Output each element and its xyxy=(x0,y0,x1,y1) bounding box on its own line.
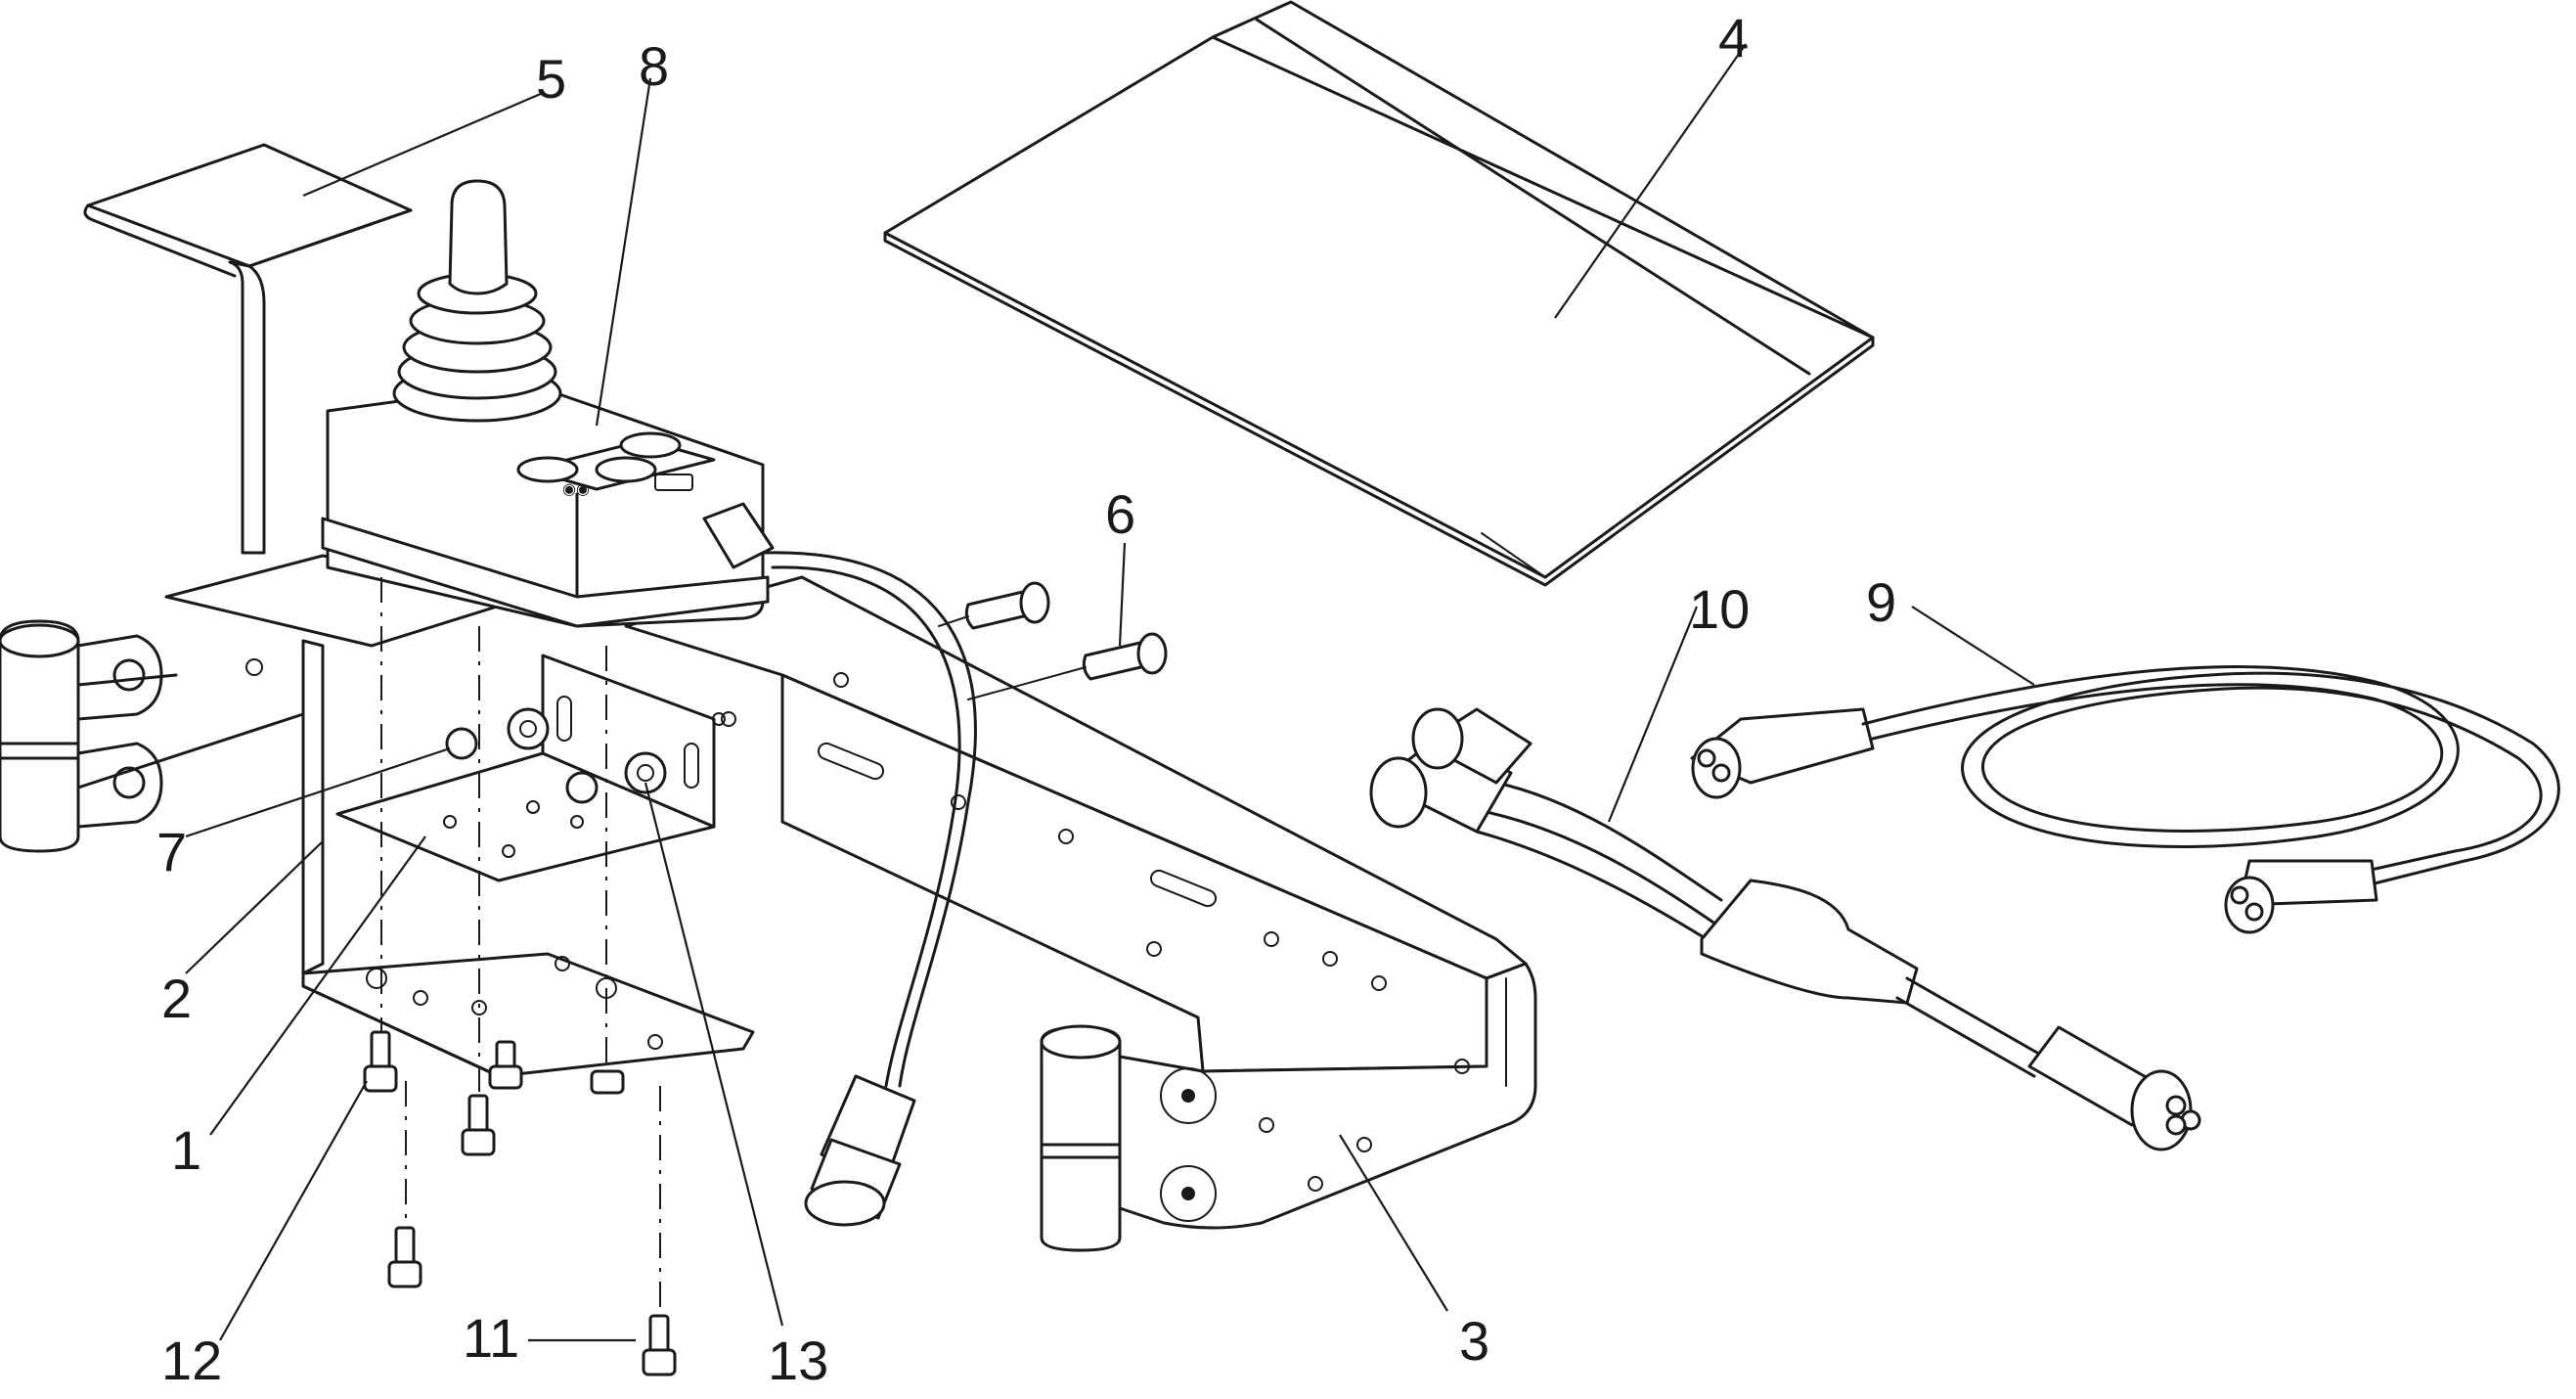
tube-clamp-right xyxy=(1040,1024,1122,1252)
callout-5: 5 xyxy=(536,48,566,110)
callout-8: 8 xyxy=(639,35,669,97)
part-1-adapter-plate xyxy=(335,654,726,882)
part-8-joystick-module: ◉◉ xyxy=(321,179,770,628)
callout-3: 3 xyxy=(1459,1310,1489,1372)
part-11-12-screws xyxy=(363,1030,677,1376)
part-2-mounting-bracket xyxy=(164,554,755,1078)
svg-text:◉◉: ◉◉ xyxy=(562,481,590,498)
part-4-cover-plate xyxy=(883,0,1875,587)
callout-6: 6 xyxy=(1105,483,1135,545)
part-9-cable-loop xyxy=(1690,664,2560,934)
part-5-l-bracket xyxy=(83,143,413,555)
assembly-center-lines xyxy=(380,577,661,1316)
tube-clamp-left xyxy=(0,619,305,853)
joystick-cable xyxy=(702,502,977,1227)
part-10-y-cable xyxy=(1369,707,2201,1151)
part-6-bolts xyxy=(938,581,1168,700)
callout-12: 12 xyxy=(161,1330,222,1391)
leader-lines xyxy=(185,43,2035,1342)
callout-9: 9 xyxy=(1866,571,1896,633)
callout-1: 1 xyxy=(171,1119,201,1181)
callout-labels: 5 8 4 6 10 9 7 2 1 12 11 13 3 xyxy=(156,7,1896,1391)
callout-13: 13 xyxy=(768,1330,828,1391)
callout-2: 2 xyxy=(161,968,192,1029)
callout-10: 10 xyxy=(1689,578,1750,640)
callout-11: 11 xyxy=(463,1307,519,1369)
part-7-nuts xyxy=(445,707,667,804)
callout-4: 4 xyxy=(1718,7,1749,68)
callout-7: 7 xyxy=(156,821,187,882)
